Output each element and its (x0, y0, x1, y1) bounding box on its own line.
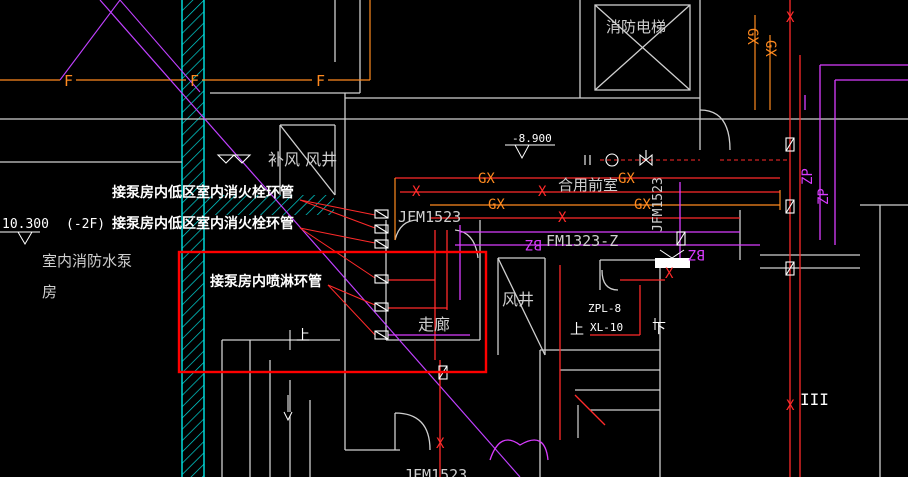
corridor-label: 走廊 (418, 315, 450, 334)
x-mark: X (412, 184, 421, 200)
pipe-label-low-hydrant-1: 接泵房内低区室内消火栓环管 (112, 184, 294, 201)
iii-mark: III (800, 390, 829, 409)
pump-room-label-1: 室内消防水泵 (42, 252, 132, 270)
gx-mark: GX (618, 171, 635, 187)
f-line (0, 0, 371, 81)
structural-column (181, 0, 334, 477)
shaft-label: 风井 (502, 290, 534, 309)
gx-mark: GX (744, 28, 760, 45)
pipe-label-low-hydrant-2: 接泵房内低区室内消火栓环管 (112, 215, 294, 232)
door-label-2: FM1323-Z (546, 232, 618, 250)
pump-connection-icon (374, 209, 389, 340)
dimension-ticks (283, 318, 656, 438)
supply-shaft-label: 补风 风井 (268, 150, 337, 169)
zpl-label: ZPL-8 (588, 302, 621, 315)
x-mark: X (665, 266, 674, 282)
x-mark: X (538, 184, 547, 200)
gx-mark: GX (478, 171, 495, 187)
level-top: -8.900 (512, 132, 552, 145)
f-mark: F (316, 72, 325, 90)
elevator-label: 消防电梯 (606, 18, 666, 36)
f-mark: F (190, 72, 199, 90)
pipes (388, 0, 908, 477)
gx-mark: GX (488, 197, 505, 213)
door-label-1: JFM1523 (398, 208, 461, 226)
flow-switch-icon (655, 249, 690, 268)
lobby-label: 合用前室 (558, 176, 618, 194)
floor-tag: (-2F) (66, 217, 105, 232)
pump-room-label-2: 房 (42, 283, 57, 301)
zp-mark: ZP (800, 168, 816, 185)
x-mark: X (436, 436, 445, 452)
pipe-label-sprinkler: 接泵房内喷淋环管 (210, 273, 322, 290)
zp-mark: ZP (816, 188, 832, 205)
level-left: 10.300 (2, 217, 49, 232)
door-label-bottom: JFM1523 (404, 466, 467, 477)
x-mark: X (786, 398, 795, 414)
leaders (299, 199, 376, 336)
level-mark-icon (0, 144, 555, 245)
gate-valve-icon (216, 150, 653, 167)
xl-label: XL-10 (590, 321, 623, 334)
f-mark: F (64, 72, 73, 90)
down-label: 下 (652, 321, 666, 337)
gx-mark: GX (762, 40, 778, 57)
up-label-2: 上 (570, 322, 584, 338)
x-mark: X (558, 210, 567, 226)
door-label-3: JFM1523 (651, 177, 666, 232)
up-label-1: 上 (296, 328, 310, 344)
gx-mark: GX (634, 197, 651, 213)
highlight-box (177, 250, 488, 374)
diagonal-line (99, 0, 521, 477)
x-mark: X (786, 10, 795, 26)
bz-mark: BZ (688, 246, 705, 262)
bz-mark: BZ (525, 236, 542, 252)
